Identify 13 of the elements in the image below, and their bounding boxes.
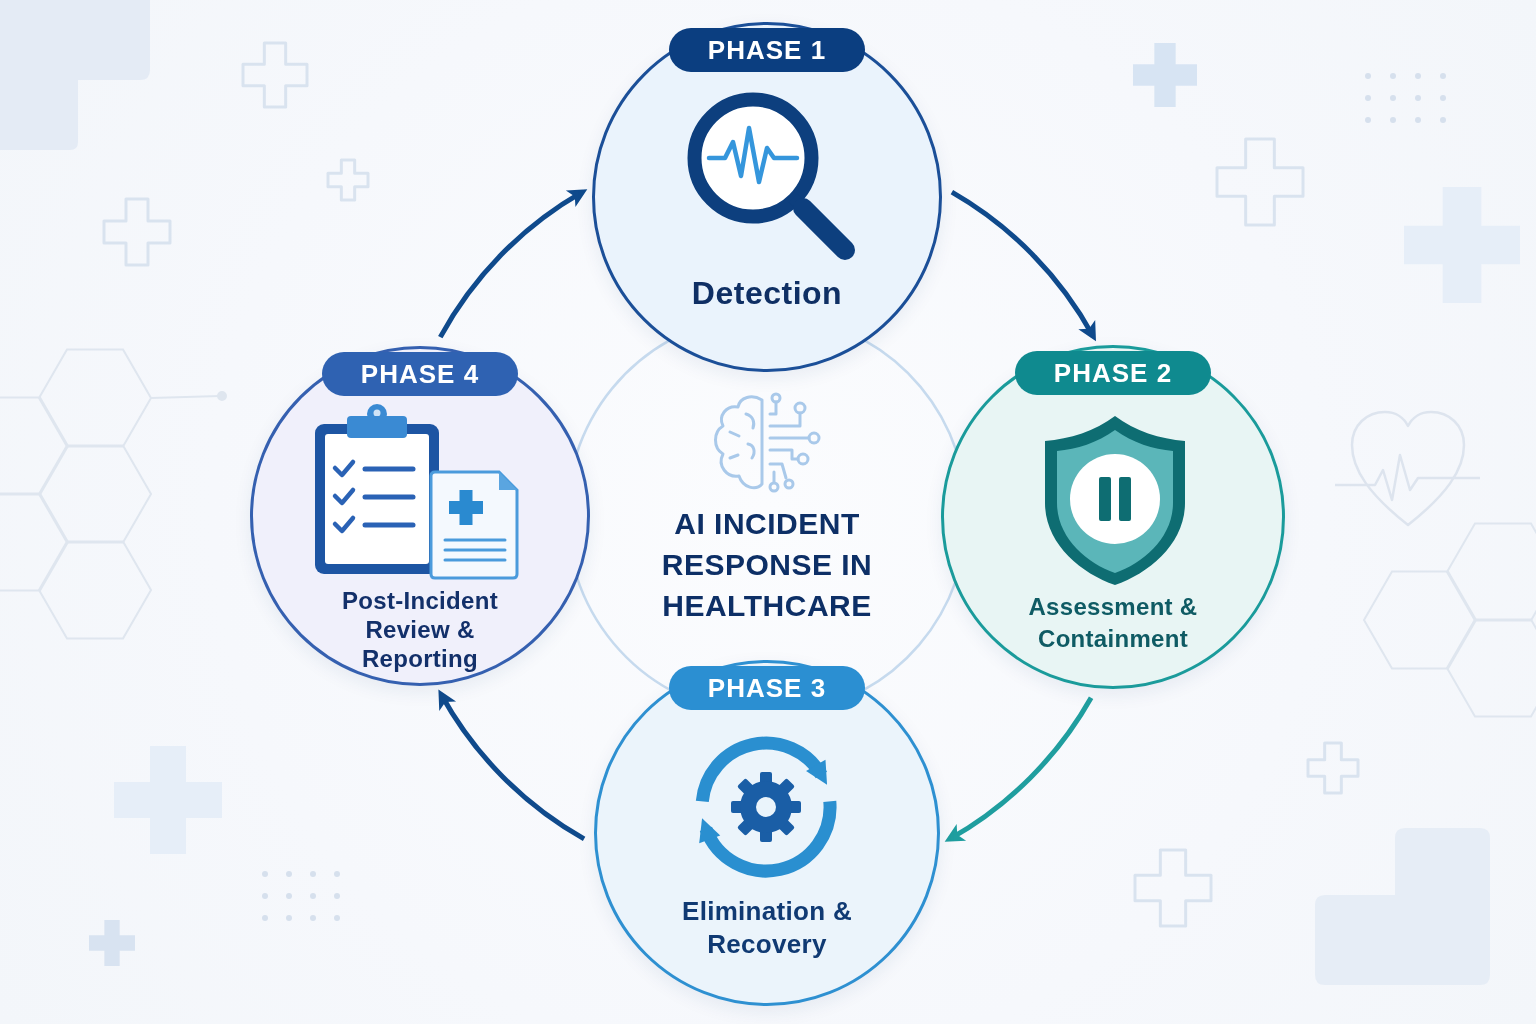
- phase-title: Assessment & Containment: [1027, 592, 1199, 654]
- arrow: [438, 689, 586, 841]
- phase-title: Post-Incident Review & Reporting: [341, 586, 499, 673]
- phase-badge: PHASE 2: [1015, 351, 1211, 395]
- phase-title: Detection: [690, 274, 844, 313]
- phase-badge: PHASE 3: [669, 666, 865, 710]
- phase-badge: PHASE 1: [669, 28, 865, 72]
- arrow: [944, 696, 1094, 843]
- phase-title: Elimination & Recovery: [681, 895, 853, 961]
- hub-title: AI INCIDENT RESPONSE IN HEALTHCARE: [660, 506, 874, 624]
- arrow: [438, 188, 588, 339]
- phase-badge: PHASE 4: [322, 352, 518, 396]
- arrow: [950, 190, 1097, 342]
